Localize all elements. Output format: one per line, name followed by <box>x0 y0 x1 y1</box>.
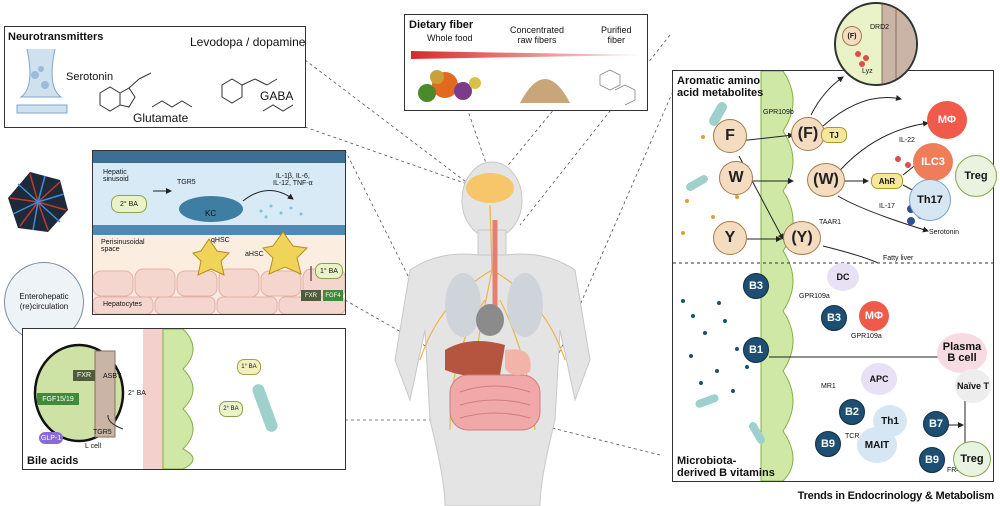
macrophage-b-cell: MΦ <box>859 301 889 331</box>
b3-node-bottom: B3 <box>821 305 847 331</box>
th17-cell: Th17 <box>909 179 951 221</box>
cytokines-label: IL-1β, IL-6, IL-12, TNF-α <box>273 173 313 187</box>
zoom-illustration <box>855 4 916 84</box>
levodopa-label: Levodopa / dopamine <box>190 35 306 49</box>
gpr109a-label-2: GPR109a <box>851 333 882 340</box>
whole-food-label: Whole food <box>427 33 473 43</box>
b9-node-left: B9 <box>815 431 841 457</box>
lumen-secondary-ba: 2° BA <box>219 401 243 417</box>
perisinusoidal-label: Perisinusoidal space <box>101 239 145 253</box>
node-y-metab: (Y) <box>783 221 821 255</box>
left-lung <box>445 273 481 337</box>
gpr109a-label-1: GPR109a <box>799 293 830 300</box>
serotonin-label: Serotonin <box>66 71 114 83</box>
glp1-badge: GLP-1 <box>39 432 63 444</box>
tcr-label: TCR <box>845 433 860 440</box>
fr4-label: FR4 <box>947 467 961 474</box>
liver-panel: Hepatic sinusoid TGR5 2° BA KC IL-1β, IL… <box>92 150 346 315</box>
ahsc-label: aHSC <box>245 251 264 258</box>
taar1-label: TAAR1 <box>819 219 842 226</box>
enterohepatic-label: Enterohepatic (re)circulation <box>19 292 69 311</box>
ilc3-cell: ILC3 <box>913 143 953 181</box>
fgf1519-badge: FGF15/19 <box>37 393 79 405</box>
bile-tgr5-label: TGR5 <box>93 429 112 436</box>
fiber-illustration <box>411 51 641 106</box>
dietary-fiber-panel: Dietary fiber Whole food Concentrated ra… <box>404 14 648 111</box>
b9-node-right: B9 <box>919 447 945 473</box>
qhsc-label: qHSC <box>211 237 230 244</box>
b3-node-top: B3 <box>743 273 769 299</box>
primary-ba-badge: 1° BA <box>315 263 343 279</box>
naive-t-cell: Naïve T <box>955 369 991 403</box>
b2-node: B2 <box>839 399 865 425</box>
il22-label: IL-22 <box>899 137 915 144</box>
plasma-b-cell: Plasma B cell <box>937 333 987 373</box>
bvit-title: Microbiota- derived B vitamins <box>677 455 775 479</box>
intestines <box>449 374 541 431</box>
lumen-primary-ba: 1° BA <box>237 359 261 375</box>
bile-acids-panel: FXR ASBT FGF15/19 2° BA GLP-1 TGR5 L cel… <box>22 328 346 470</box>
gpr109b-label: GPR109b <box>763 109 794 116</box>
dc-cell: DC <box>827 263 859 291</box>
liver <box>445 341 505 377</box>
stomach <box>505 349 531 376</box>
zoom-f-node: (F) <box>842 26 862 46</box>
macrophage-cell: MΦ <box>927 101 967 139</box>
right-lung <box>507 273 543 337</box>
node-f-metab: (F) <box>791 117 825 151</box>
glutamate-label: Glutamate <box>133 111 189 125</box>
tj-badge: TJ <box>821 127 847 143</box>
bile-acids-title: Bile acids <box>27 455 79 467</box>
bile-fxr-badge: FXR <box>73 370 95 381</box>
kc-label: KC <box>205 209 217 218</box>
neuro-illustration <box>16 48 294 114</box>
neurotransmitters-panel: Neurotransmitters Serotonin Levodopa / d… <box>4 26 306 128</box>
node-f: F <box>713 119 747 153</box>
journal-credit: Trends in Endocrinology & Metabolism <box>797 490 995 502</box>
l-cell-label: L cell <box>85 443 102 450</box>
b7-node: B7 <box>923 411 949 437</box>
zoom-bubble: (F) DRD2 Lyz <box>834 2 918 86</box>
drd2-label: DRD2 <box>870 24 890 31</box>
node-w-metab: (W) <box>807 163 845 197</box>
serotonin-right-label: Serotonin <box>929 229 959 236</box>
mr1-label: MR1 <box>821 383 836 390</box>
mait-cell: MAIT <box>857 427 897 463</box>
node-w: W <box>719 161 753 195</box>
node-y: Y <box>713 221 747 255</box>
fgf4-badge: FGF4 <box>323 290 343 301</box>
lyz-label: Lyz <box>862 68 873 75</box>
right-illustration <box>673 71 993 481</box>
purified-label: Purified fiber <box>601 25 632 45</box>
fiber-title: Dietary fiber <box>409 19 474 31</box>
aromatic-title: Aromatic amino acid metabolites <box>677 75 764 99</box>
fatty-liver-label: Fatty liver <box>883 255 914 262</box>
heart <box>476 304 504 336</box>
fxr-badge: FXR <box>301 290 321 301</box>
tgr5-label: TGR5 <box>177 179 196 186</box>
right-panel: Aromatic amino acid metabolites F W Y (F… <box>672 70 997 482</box>
secondary-ba-badge: 2° BA <box>111 195 147 213</box>
treg-cell-top: Treg <box>955 155 997 197</box>
neurotransmitters-title: Neurotransmitters <box>8 31 104 43</box>
gaba-label: GABA <box>260 89 294 103</box>
bile-secondary-ba-label: 2° BA <box>128 390 146 397</box>
b1-node: B1 <box>743 337 769 363</box>
brain <box>466 173 514 203</box>
concentrated-label: Concentrated raw fibers <box>510 25 565 45</box>
hepatocytes-label: Hepatocytes <box>103 301 142 308</box>
ahr-badge: AhR <box>871 173 903 189</box>
il17-label: IL-17 <box>879 203 895 210</box>
hepatic-sinusoid-label: Hepatic sinusoid <box>103 169 129 183</box>
asbt-label: ASBT <box>103 373 122 380</box>
treg-cell-bottom: Treg <box>953 441 991 477</box>
apc-cell: APC <box>861 363 897 395</box>
